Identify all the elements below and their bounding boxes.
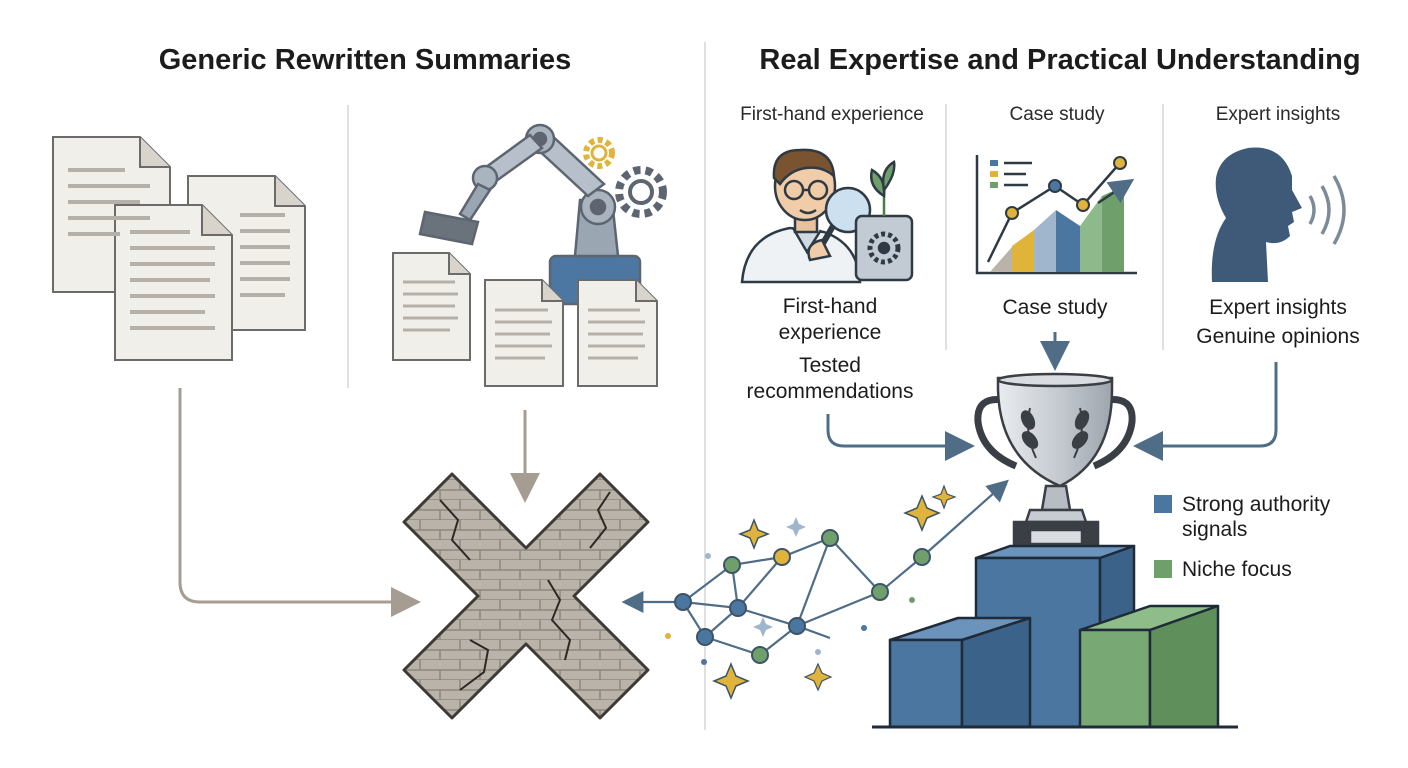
legend-swatch-green bbox=[1154, 560, 1172, 578]
podium-icon bbox=[872, 544, 1238, 729]
left-title: Generic Rewritten Summaries bbox=[158, 44, 572, 76]
legend-authority-label: Strong authority signals bbox=[1182, 493, 1331, 541]
caption-expert: Expert insights bbox=[1209, 296, 1347, 319]
column-header-first-hand: First-hand experience bbox=[740, 104, 924, 125]
broken-brick-x-icon bbox=[402, 472, 650, 720]
right-title: Real Expertise and Practical Understandi… bbox=[759, 44, 1361, 76]
robot-arm-icon bbox=[418, 123, 642, 306]
column-header-expert: Expert insights bbox=[1215, 104, 1341, 125]
legend-swatch-blue bbox=[1154, 495, 1172, 513]
legend-niche-label: Niche focus bbox=[1182, 558, 1292, 581]
expert-with-magnifier-icon bbox=[740, 148, 914, 284]
caption-first-hand: First-hand experience bbox=[778, 295, 882, 344]
robot-documents bbox=[392, 252, 658, 387]
column-header-case-study: Case study bbox=[1009, 104, 1105, 125]
legend-authority: Strong authority signals bbox=[1154, 492, 1374, 542]
gear-icon bbox=[583, 137, 667, 218]
caption-genuine: Genuine opinions bbox=[1196, 325, 1360, 348]
growth-chart-icon bbox=[975, 155, 1137, 275]
arrow-experience-to-trophy bbox=[826, 414, 975, 461]
trophy-icon bbox=[974, 372, 1136, 558]
document-stack-icon bbox=[52, 136, 306, 361]
caption-tested: Tested recommendations bbox=[746, 354, 914, 403]
sparkle-icon bbox=[665, 484, 957, 700]
arrow-expert-to-trophy bbox=[1133, 362, 1278, 461]
arrow-docs-to-x bbox=[178, 388, 421, 617]
network-nodes bbox=[674, 529, 931, 664]
speaking-head-icon bbox=[1211, 147, 1346, 282]
caption-case-study: Case study bbox=[1002, 296, 1108, 319]
legend-niche: Niche focus bbox=[1154, 557, 1374, 582]
